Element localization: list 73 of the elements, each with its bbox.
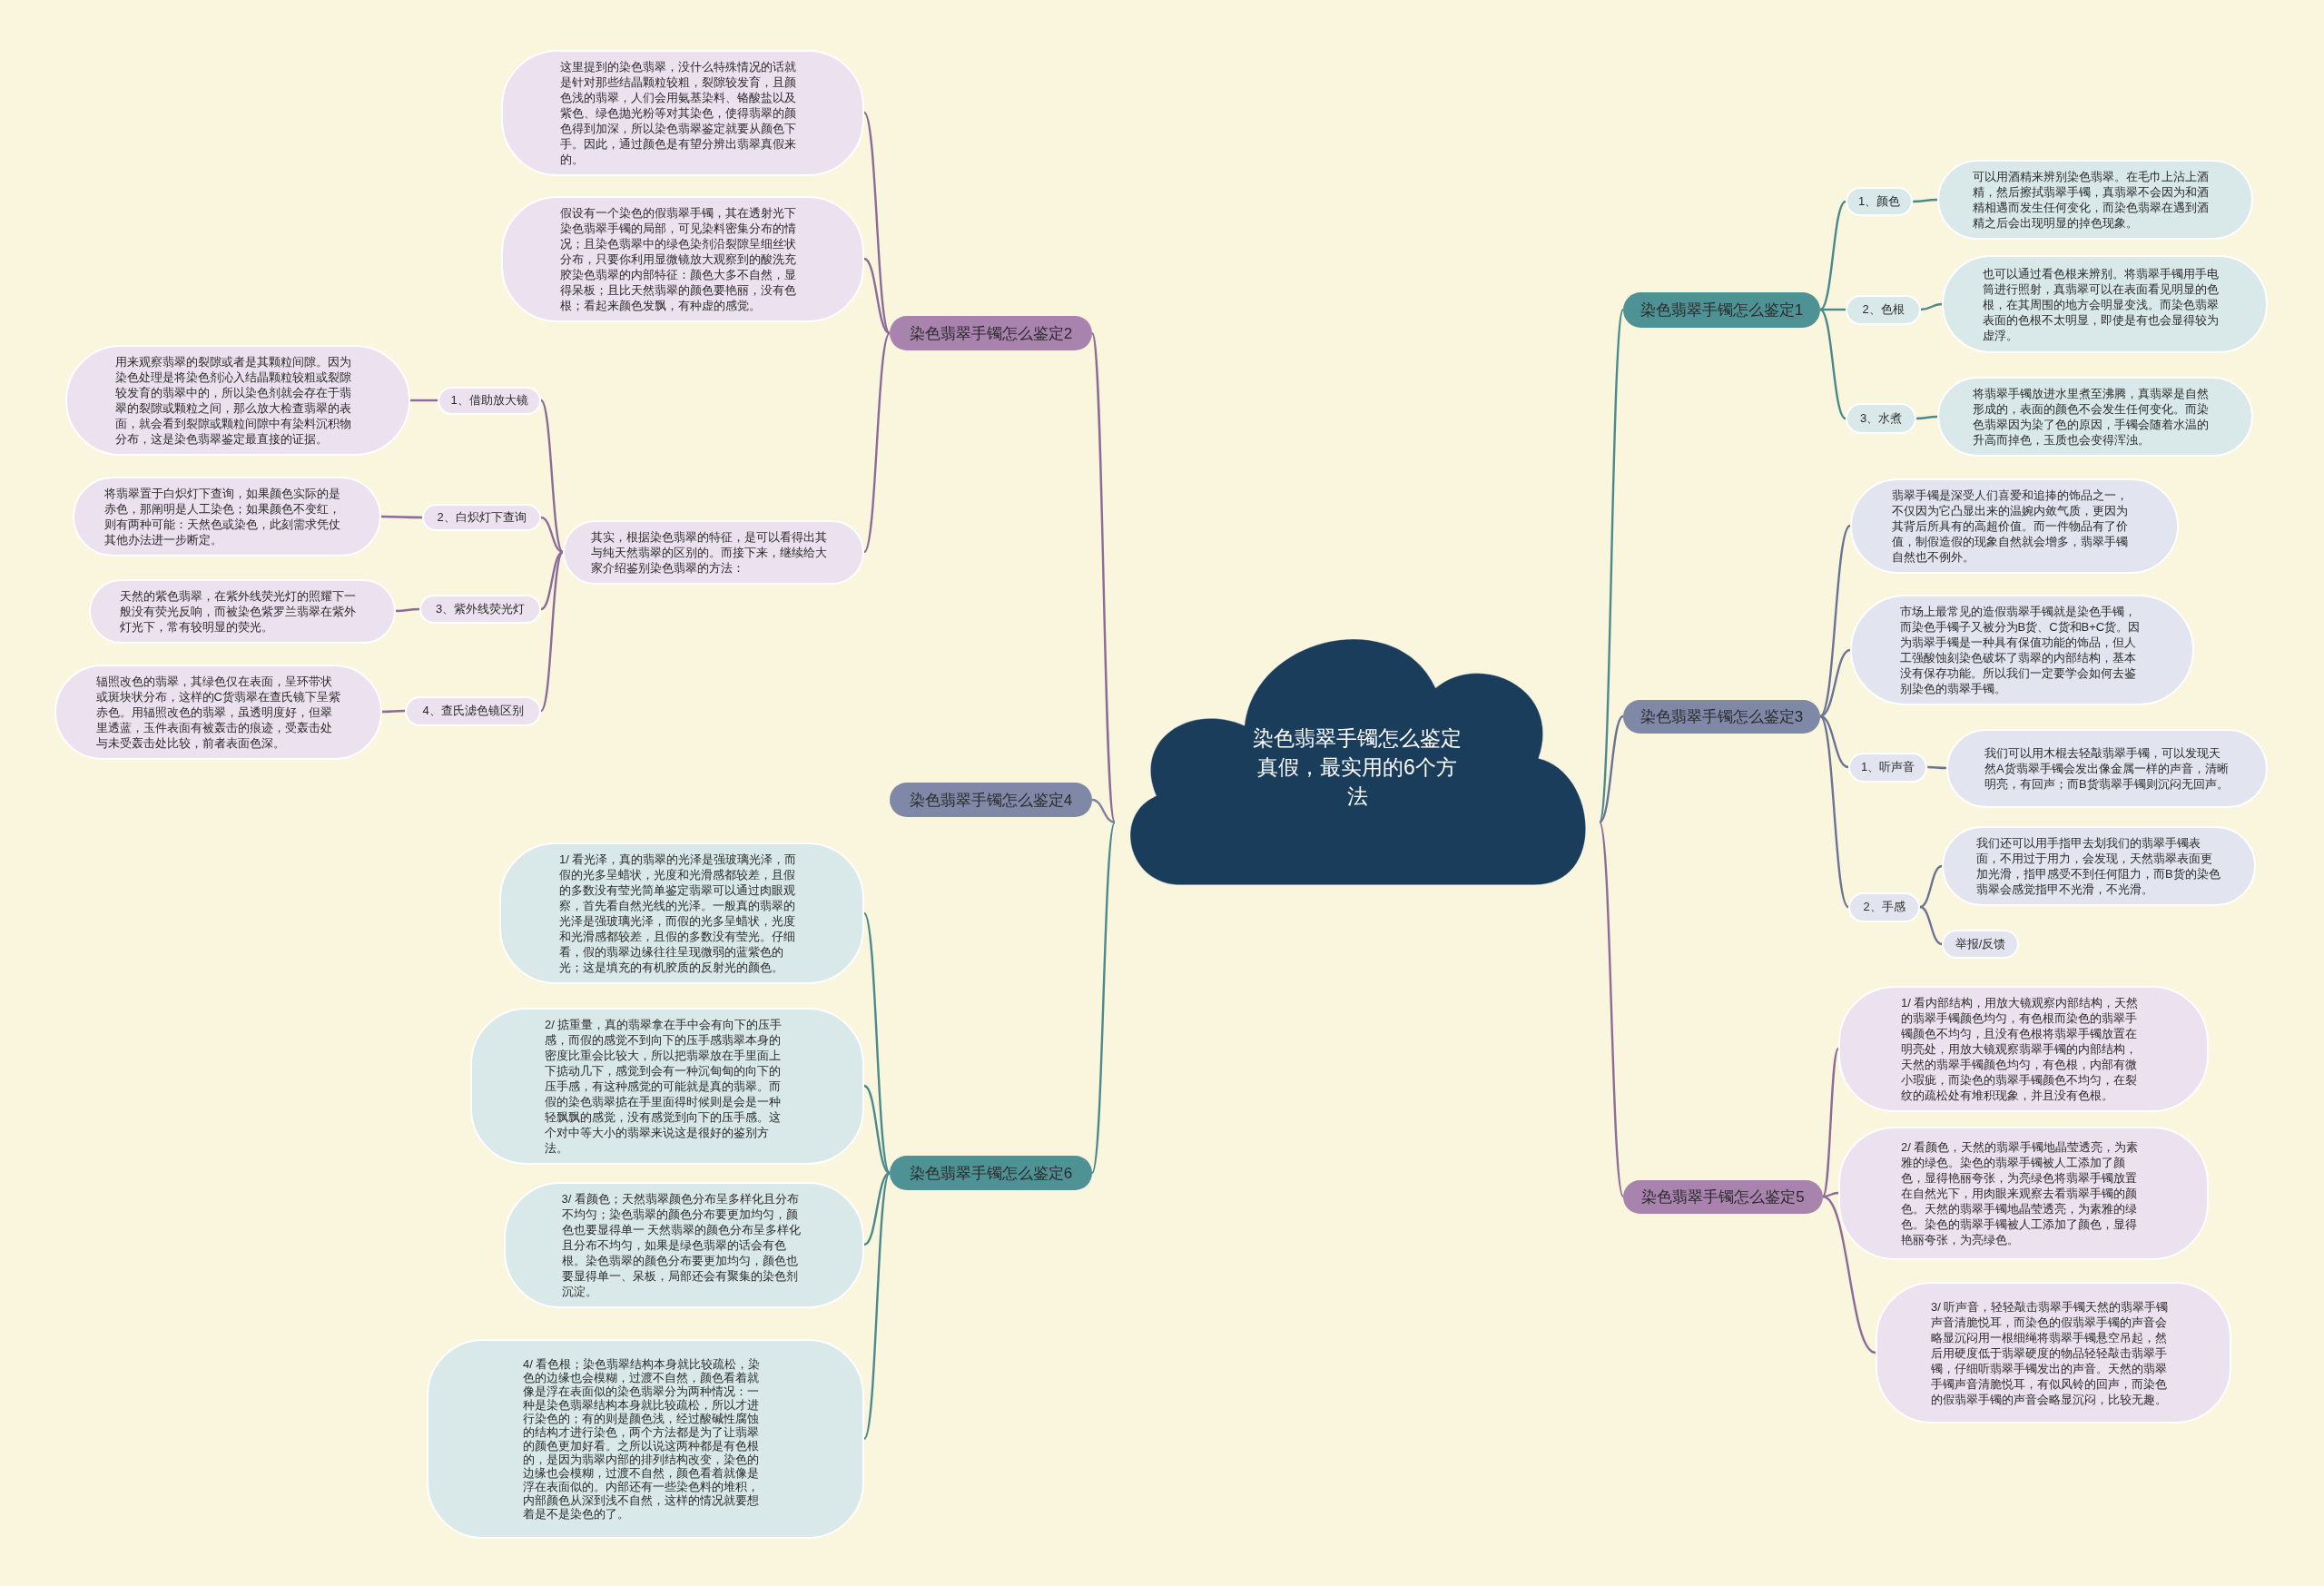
topic-box: 染色翡翠手镯怎么鉴定3 xyxy=(1623,699,1820,734)
connector-line xyxy=(1915,415,1938,420)
text-bubble: 假设有一个染色的假翡翠手镯，其在透射光下染色翡翠手镯的局部，可见染料密集分布的情况；且染色翡翠中的绿色染剂沿裂隙呈细丝状分布，只要你利用显微镜放大观察到的酸洗充胶染色翡翠的内部特征：颜色大多不自然，显得呆板；且比天然翡翠的颜色要艳丽，没有色根；看起来颜色发飘，有种虚的感觉。 xyxy=(501,195,864,322)
connector-line xyxy=(1819,715,1849,908)
text-bubble: 4/ 看色根；染色翡翠结构本身就比较疏松，染色的边缘也会模糊，过渡不自然，颜色看着就像是浮在表面似的染色翡翠分为两种情况：一种是染色翡翠结构本身就比较疏松，所以才进行染色的；有的则是颜色浅，经过酸碱性腐蚀的结构才进行染色，两个方法都是为了让翡翠的颜色更加好看。之所以说这两种都是有色根的，是因为翡翠内部的排列结构改变，染色的边缘也会模糊，过渡不自然，颜色看着就像是浮在表面似的。内部还有一些染色料的堆积，内部颜色从深到浅不自然，这样的情况就要想着是不是染色的了。 xyxy=(427,1339,864,1539)
connector-line xyxy=(862,1172,891,1440)
text-bubble: 3/ 听声音，轻轻敲击翡翠手镯天然的翡翠手镯声音清脆悦耳，而染色的假翡翠手镯的声音会略显沉闷用一根细绳将翡翠手镯悬空吊起，然后用硬度低于翡翠硬度的物品轻轻敲击翡翠手镯，仔细听翡翠手镯发出的声音。天然的翡翠手镯声音清脆悦耳，有似风铃的回声，而染色的假翡翠手镯的声音会略显沉闷，比较无趣。 xyxy=(1876,1282,2231,1423)
connector-line xyxy=(863,1171,891,1246)
topic-box: 染色翡翠手镯怎么鉴定1 xyxy=(1623,291,1820,328)
text-bubble: 这里提到的染色翡翠，没什么特殊情况的话就是针对那些结晶颗粒较粗，裂隙较发育，且颜色浅的翡翠，人们会用氨基染料、铬酸盐以及紫色、绿色抛光粉等对其染色，使得翡翠的颜色得到加深，所以染色翡翠鉴定就要从颜色下手。因此，通过颜色是有望分辨出翡翠真假来的。 xyxy=(501,49,864,176)
connector-line xyxy=(396,607,419,613)
connector-line xyxy=(863,332,891,553)
connector-line xyxy=(863,1084,891,1175)
connector-line xyxy=(863,112,891,334)
connector-line xyxy=(1920,302,1943,311)
subtopic-box: 3、紫外线荧光灯 xyxy=(419,595,541,624)
text-bubble: 可以用酒精来辨别染色翡翠。在毛巾上沾上酒精，然后擦拭翡翠手镯，真翡翠不会因为和酒精相遇而发生任何变化，而染色翡翠在遇到酒精之后会出现明显的掉色现象。 xyxy=(1937,160,2253,240)
connector-line xyxy=(862,912,891,1174)
connector-line xyxy=(540,550,564,611)
connector-line xyxy=(1821,1048,1840,1197)
subtopic-box: 3、水煮 xyxy=(1846,403,1916,434)
connector-line xyxy=(410,399,438,402)
connector-line xyxy=(1090,332,1117,823)
connector-line xyxy=(1820,308,1846,311)
connector-line xyxy=(1598,309,1625,823)
connector-line xyxy=(1919,864,1943,909)
subtopic-box: 1、听声音 xyxy=(1848,752,1928,783)
connector-line xyxy=(540,516,564,554)
text-bubble: 1/ 看内部结构，用放大镜观察内部结构，天然的翡翠手镯颜色均匀，有色根而染色的翡翠手镯颜色不均匀，且没有色根将翡翠手镯放置在明亮处，用放大镜观察翡翠手镯的内部结构，天然的翡翠手镯颜色均匀，有色根，内部有微小瑕疵，而染色的翡翠手镯颜色不均匀，在裂纹的疏松处有堆积现象，并且没有色根。 xyxy=(1838,985,2209,1112)
text-bubble: 1/ 看光泽，真的翡翠的光泽是强玻璃光泽，而假的光多呈蜡状，光度和光滑感都较差，且假的多数没有莹光简单鉴定翡翠可以通过肉眼观察，首先看自然光线的光泽。一般真的翡翠的光泽是强玻璃光泽，而假的光多呈蜡状，光度和光滑感都较差，且假的多数没有莹光。仔细看，假的翡翠边缘往往呈现微弱的蓝紫色的光；这是填充的有机胶质的反射光的颜色。 xyxy=(499,842,864,984)
subtopic-box: 1、颜色 xyxy=(1846,187,1914,216)
connector-line xyxy=(1913,198,1937,203)
topic-box: 染色翡翠手镯怎么鉴定6 xyxy=(890,1156,1092,1190)
text-bubble: 也可以通过看色根来辨别。将翡翠手镯用手电筒进行照射，真翡翠可以在表面看见明显的色根，在其周围的地方会明显变浅。而染色翡翠表面的色根不太明显，即使是有也会显得较为虚浮。 xyxy=(1942,255,2268,353)
connector-line xyxy=(1091,798,1116,823)
subtopic-box: 4、查氏滤色镜区别 xyxy=(405,695,541,726)
connector-line xyxy=(1819,714,1849,769)
subtopic-box: 举报/反馈 xyxy=(1942,930,2019,959)
topic-box: 染色翡翠手镯怎么鉴定5 xyxy=(1623,1179,1823,1214)
connector-line xyxy=(1819,525,1851,717)
subtopic-box: 2、白炽灯下查询 xyxy=(422,504,541,531)
connector-line xyxy=(1090,822,1117,1174)
connector-line xyxy=(381,515,422,519)
connector-line xyxy=(1819,201,1846,310)
text-bubble: 辐照改色的翡翠，其绿色仅在表面，呈环带状或斑块状分布，这样的C货翡翠在查氏镜下呈紫赤色。用辐照改色的翡翠，虽透明度好，但翠里透蓝，玉件表面有被轰击的痕迹，受轰击处与未受轰击处比较，前者表面色深。 xyxy=(54,664,382,760)
connector-line xyxy=(1819,648,1851,718)
subtopic-box: 2、手感 xyxy=(1848,892,1920,922)
text-bubble: 2/ 看颜色，天然的翡翠手镯地晶莹透亮，为素雅的绿色。染色的翡翠手镯被人工添加了颜色，显得艳丽夸张，为亮绿色将翡翠手镯放置在自然光下，用肉眼来观察去看翡翠手镯的颜色。天然的翡翠手镯地晶莹透亮，为素雅的绿色。染色的翡翠手镯被人工添加了颜色，显得艳丽夸张，为亮绿色。 xyxy=(1838,1126,2209,1260)
connector-line xyxy=(1919,905,1943,946)
text-bubble: 翡翠手镯是深受人们喜爱和追捧的饰品之一，不仅因为它凸显出来的温婉内敛气质，更因为其背后所具有的高超价值。而一件物品有了价值，制假造假的现象自然就会增多，翡翠手镯自然也不例外。 xyxy=(1850,478,2179,574)
topic-box: 染色翡翠手镯怎么鉴定4 xyxy=(890,783,1092,817)
text-bubble: 用来观察翡翠的裂隙或者是其颗粒间隙。因为染色处理是将染色剂沁入结晶颗粒较粗或裂隙较发育的翡翠中的，所以染色剂就会存在于翡翠的裂隙或颗粒之间，那么放大检查翡翠的表面，就会看到裂隙或颗粒间隙中有染料沉积物分布，这是染色翡翠鉴定最直接的证据。 xyxy=(65,345,410,456)
connector-line xyxy=(1819,309,1846,419)
text-bubble: 其实，根据染色翡翠的特征，是可以看得出其与纯天然翡翠的区别的。而接下来，继续给大家介绍鉴别染色翡翠的方法： xyxy=(563,519,864,585)
text-bubble: 将翡翠手镯放进水里煮至沸腾，真翡翠是自然形成的，表面的颜色不会发生任何变化。而染色翡翠因为染了色的原因，手镯会随着水温的升高而掉色，玉质也会变得浑浊。 xyxy=(1937,377,2253,457)
connector-line xyxy=(382,709,405,714)
connector-line xyxy=(1599,715,1624,823)
text-bubble: 3/ 看颜色；天然翡翠颜色分布呈多样化且分布不均匀；染色翡翠的颜色分布要更加均匀，颜色也要显得单一 天然翡翠的颜色分布呈多样化且分布不均匀，如果是绿色翡翠的话会有色根。染色翡翠的颜色分布要更加均匀，颜色也要显得单一、呆板，局部还会有聚集的染色剂沉淀。 xyxy=(504,1181,864,1308)
connector-line xyxy=(863,257,891,335)
text-bubble: 我们可以用木棍去轻敲翡翠手镯，可以发现天然A货翡翠手镯会发出像金属一样的声音，清晰明亮，有回声；而B货翡翠手镯则沉闷无回声。 xyxy=(1946,728,2268,808)
text-bubble: 将翡翠置于白炽灯下查询，如果颜色实际的是赤色，那阐明是人工染色；如果颜色不变红，则有两种可能：天然色或染色，此刻需求凭仗其他办法进一步断定。 xyxy=(73,477,381,557)
topic-box: 染色翡翠手镯怎么鉴定2 xyxy=(890,316,1092,350)
text-bubble: 2/ 掂重量，真的翡翠拿在手中会有向下的压手感，而假的感觉不到向下的压手感翡翠本身的密度比重会比较大，所以把翡翠放在手里面上下掂动几下，感觉到会有一种沉甸甸的向下的压手感，有这种感觉的可能就是真的翡翠。而假的染色翡翠掂在手里面得时候则是会是一种轻飘飘的感觉，没有感觉到向下的压手感。这个对中等大小的翡翠来说这是很好的鉴别方法。 xyxy=(470,1007,864,1165)
connector-line xyxy=(540,399,564,553)
connector-line xyxy=(1927,765,1946,770)
connector-line xyxy=(1822,1195,1876,1355)
text-bubble: 我们还可以用手指甲去划我们的翡翠手镯表面，不用过于用力，会发现，天然翡翠表面更加光滑，指甲感受不到任何阻力，而B货的染色翡翠会感觉指甲不光滑，不光滑。 xyxy=(1942,826,2256,906)
subtopic-box: 1、借助放大镜 xyxy=(438,386,541,415)
subtopic-box: 2、色根 xyxy=(1846,294,1921,325)
connector-line xyxy=(540,551,564,712)
text-bubble: 天然的紫色翡翠，在紫外线荧光灯的照耀下一般没有荧光反响，而被染色紫罗兰翡翠在紫外灯光下，常有较明显的荧光。 xyxy=(89,578,396,644)
connector-line xyxy=(1598,822,1625,1197)
text-bubble: 市场上最常见的造假翡翠手镯就是染色手镯，而染色手镯子又被分为B货、C货和B+C货。因为翡翠手镯是一种具有保值功能的饰品，但人工强酸蚀刻染色破坏了翡翠的内部结构，基本没有保存功能。所以我们一定要学会如何去鉴别染色的翡翠手镯。 xyxy=(1850,595,2194,705)
